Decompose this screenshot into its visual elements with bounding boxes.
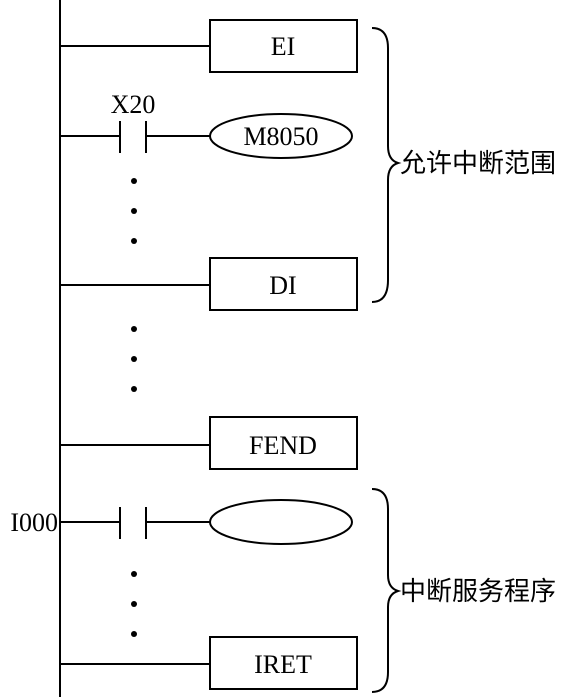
continuation-dots bbox=[131, 178, 137, 244]
blank-coil bbox=[209, 499, 353, 545]
rung-ei: EI bbox=[60, 19, 358, 73]
enable-range-annotation: 允许中断范围 bbox=[400, 149, 556, 179]
ei-instruction-box bbox=[209, 19, 358, 73]
service-routine-annotation: 中断服务程序 bbox=[400, 577, 556, 607]
continuation-dots bbox=[131, 326, 137, 392]
fend-instruction-box bbox=[209, 416, 358, 470]
ellipsis-dot bbox=[131, 386, 137, 392]
m8050-coil-label: M8050 bbox=[243, 122, 318, 151]
service-routine-brace bbox=[371, 488, 402, 693]
rung-x20: X20 M8050 bbox=[60, 90, 353, 159]
continuation-dots bbox=[131, 571, 137, 637]
ellipsis-dot bbox=[131, 571, 137, 577]
di-instruction-box bbox=[209, 257, 358, 311]
ellipsis-dot bbox=[131, 601, 137, 607]
rung-fend: FEND bbox=[60, 416, 358, 470]
ellipsis-dot bbox=[131, 238, 137, 244]
ellipsis-dot bbox=[131, 631, 137, 637]
x20-contact-label: X20 bbox=[111, 90, 156, 119]
di-instruction-label: DI bbox=[269, 271, 296, 300]
enable-range-brace bbox=[371, 27, 402, 303]
iret-instruction-label: IRET bbox=[254, 650, 312, 679]
iret-instruction-box bbox=[209, 636, 358, 690]
rung-di: DI bbox=[60, 257, 358, 311]
interrupt-pointer-label: I000 bbox=[10, 508, 58, 537]
ellipsis-dot bbox=[131, 208, 137, 214]
m8050-coil bbox=[209, 113, 353, 159]
rung-iret: IRET bbox=[60, 636, 358, 690]
ellipsis-dot bbox=[131, 178, 137, 184]
ei-instruction-label: EI bbox=[271, 32, 296, 61]
fend-instruction-label: FEND bbox=[249, 431, 317, 460]
ellipsis-dot bbox=[131, 356, 137, 362]
rung-i000: I000 bbox=[10, 499, 353, 545]
ellipsis-dot bbox=[131, 326, 137, 332]
